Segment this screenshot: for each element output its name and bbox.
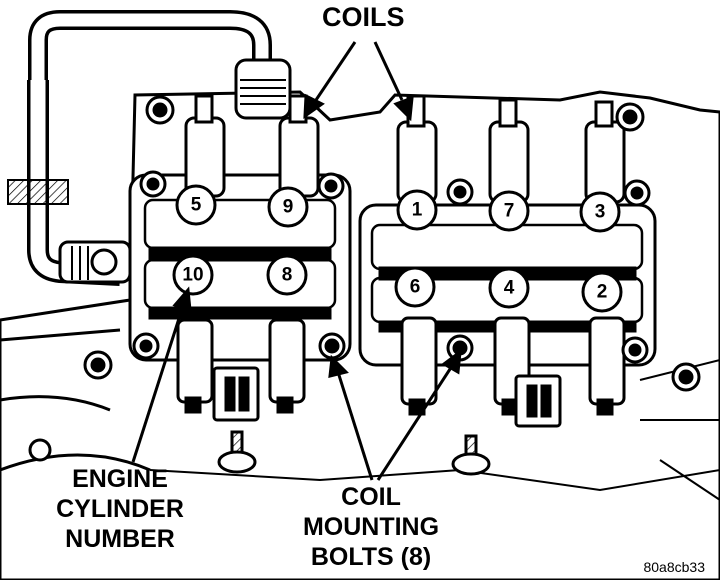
- coil-mounting-bolts-label: COIL MOUNTING BOLTS (8): [303, 483, 439, 571]
- coils-label: COILS: [322, 2, 405, 32]
- leader-lines: [131, 41, 462, 481]
- cylinder-number-6: 6: [410, 277, 421, 298]
- coil-pack-left: [128, 94, 352, 422]
- spark-plug-wire: [7, 9, 292, 286]
- cylinder-marker-9: 9: [267, 186, 309, 228]
- engine-cylinder-number-line-2: CYLINDER: [56, 495, 184, 523]
- cylinder-number-8: 8: [282, 265, 293, 286]
- figure-code: 80a8cb33: [643, 559, 705, 575]
- engine-cylinder-number-line-1: ENGINE: [72, 465, 168, 493]
- mounting-bolts: [28, 95, 701, 476]
- cylinder-marker-7: 7: [488, 190, 530, 232]
- cylinder-number-10: 10: [182, 265, 203, 286]
- coil-pack-right: [358, 94, 657, 428]
- cylinder-number-7: 7: [504, 201, 515, 222]
- coil-mounting-bolts-line-2: MOUNTING: [303, 513, 439, 541]
- cylinder-marker-4: 4: [488, 267, 530, 309]
- cylinder-number-1: 1: [412, 200, 423, 221]
- cylinder-number-5: 5: [191, 195, 202, 216]
- cylinder-marker-1: 1: [396, 189, 438, 231]
- engine-cylinder-number-line-3: NUMBER: [65, 525, 175, 553]
- cylinder-number-3: 3: [595, 202, 606, 223]
- cylinder-marker-10: 10: [172, 254, 214, 296]
- cylinder-number-4: 4: [504, 278, 515, 299]
- engine-cylinder-number-label: ENGINE CYLINDER NUMBER: [56, 465, 184, 553]
- cylinder-marker-6: 6: [394, 266, 436, 308]
- cylinder-marker-2: 2: [581, 271, 623, 313]
- cylinder-marker-3: 3: [579, 191, 621, 233]
- cylinder-marker-5: 5: [175, 184, 217, 226]
- cylinder-number-9: 9: [283, 197, 294, 218]
- coil-mounting-bolts-line-3: BOLTS (8): [311, 543, 431, 571]
- cylinder-number-2: 2: [597, 282, 608, 303]
- cylinder-number-markers: 5 9 10 8 1 7 3 6: [172, 184, 623, 313]
- cylinder-marker-8: 8: [266, 254, 308, 296]
- coil-mounting-bolts-line-1: COIL: [341, 483, 401, 511]
